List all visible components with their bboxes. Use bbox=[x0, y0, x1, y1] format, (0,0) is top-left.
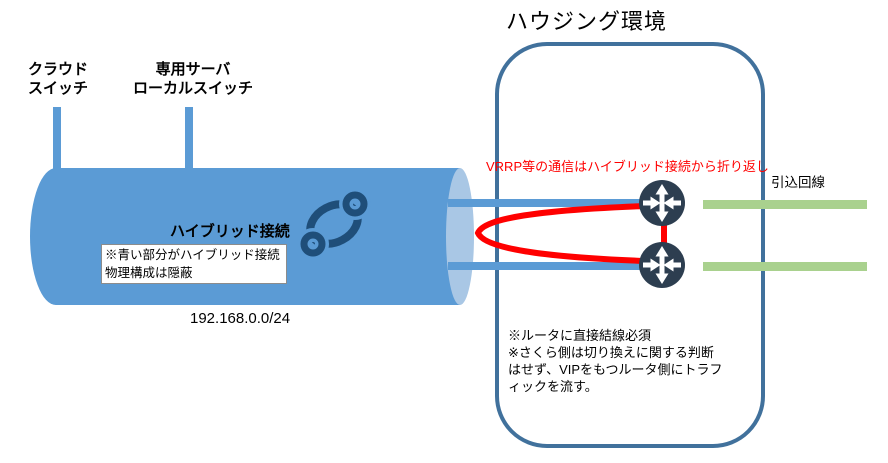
blue-link-top bbox=[448, 199, 641, 207]
housing-environment-title: ハウジング環境 bbox=[506, 9, 668, 34]
incoming-line-label: 引込回線 bbox=[771, 175, 825, 190]
blue-link-bottom bbox=[448, 262, 641, 270]
cylinder-end-cap bbox=[446, 168, 474, 305]
router-interlink-red bbox=[661, 224, 667, 244]
vrrp-note: VRRP等の通信はハイブリッド接続から折り返し bbox=[486, 159, 769, 174]
cloud-switch-label: クラウド スイッチ bbox=[27, 61, 88, 97]
router-icon-top bbox=[639, 180, 685, 226]
housing-note: ※ルータに直接結線必須 ※さくら側は切り換えに関する判断 はせず、VIPをもつル… bbox=[508, 328, 723, 394]
vrrp-loopback-path bbox=[474, 203, 645, 264]
router-icon-bottom bbox=[639, 242, 685, 288]
hybrid-connection-label: ハイブリッド接続 bbox=[170, 223, 290, 240]
cloud-switch-line bbox=[53, 107, 61, 169]
local-switch-line bbox=[185, 107, 193, 169]
local-switch-label: 専用サーバ ローカルスイッチ bbox=[132, 61, 253, 97]
incoming-line-top bbox=[703, 200, 867, 209]
hybrid-note-box: ※青い部分がハイブリッド接続 物理構成は隠蔽 bbox=[101, 244, 287, 284]
chain-link-icon bbox=[297, 191, 371, 257]
incoming-line-bottom bbox=[703, 262, 867, 271]
subnet-label: 192.168.0.0/24 bbox=[190, 310, 291, 327]
